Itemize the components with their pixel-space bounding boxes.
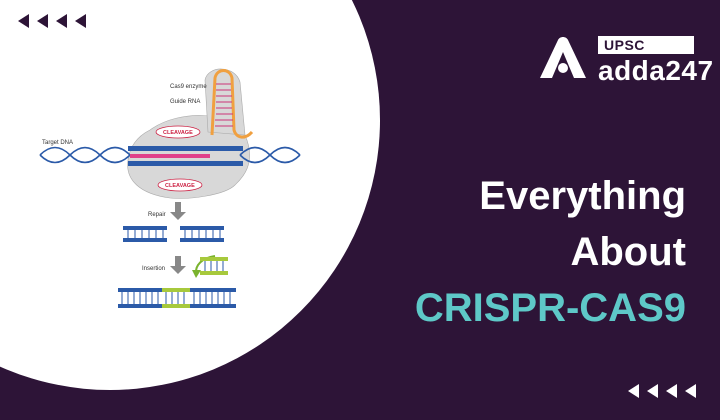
cleavage-bottom-label: CLEAVAGE — [165, 183, 195, 189]
left-arrow-icon — [666, 384, 677, 398]
brand-name: adda247 — [598, 55, 714, 86]
guide-rna-hairpin — [210, 69, 254, 139]
repair-fragments — [123, 226, 224, 242]
repair-arrow-icon — [170, 202, 186, 220]
insert-fragment — [200, 257, 228, 275]
cleavage-top-badge — [155, 125, 201, 139]
dna-strand-bottom — [128, 161, 243, 166]
final-dna — [118, 288, 236, 308]
left-arrow-icon — [37, 14, 48, 28]
left-arrow-icon — [647, 384, 658, 398]
adda247-logo: UPSC adda247 — [536, 34, 713, 86]
insert-arrowhead-icon — [192, 270, 201, 278]
guide-rna-strand — [130, 154, 210, 158]
left-arrow-icon — [628, 384, 639, 398]
left-arrow-icon — [56, 14, 67, 28]
insertion-label: Insertion — [142, 266, 165, 272]
crispr-diagram: CLEAVAGE CLEAVAGE Cas9 enzyme Guide RNA … — [39, 68, 301, 308]
headline-line-1: Everything — [479, 174, 686, 218]
headline-line-3: CRISPR-CAS9 — [414, 286, 686, 330]
cleavage-top-label: CLEAVAGE — [163, 130, 193, 136]
upsc-badge: UPSC — [598, 36, 694, 54]
headline: Everything About CRISPR-CAS9 — [415, 168, 686, 336]
target-dna-helix — [39, 146, 301, 164]
left-arrow-icon — [685, 384, 696, 398]
repair-label: Repair — [148, 212, 166, 218]
cleavage-bottom-badge — [157, 178, 203, 192]
left-arrow-icon — [18, 14, 29, 28]
guide-rna-label: Guide RNA — [170, 99, 200, 105]
insertion-arrow-icon — [170, 256, 186, 274]
cas9-label: Cas9 enzyme — [170, 84, 207, 90]
adda-a-logo-icon — [540, 37, 586, 78]
left-arrow-icon — [75, 14, 86, 28]
bottom-arrows — [628, 384, 696, 398]
headline-line-2: About — [570, 230, 686, 274]
top-arrows — [18, 14, 86, 28]
target-dna-label: Target DNA — [42, 140, 73, 146]
dna-strand-top — [128, 146, 243, 151]
